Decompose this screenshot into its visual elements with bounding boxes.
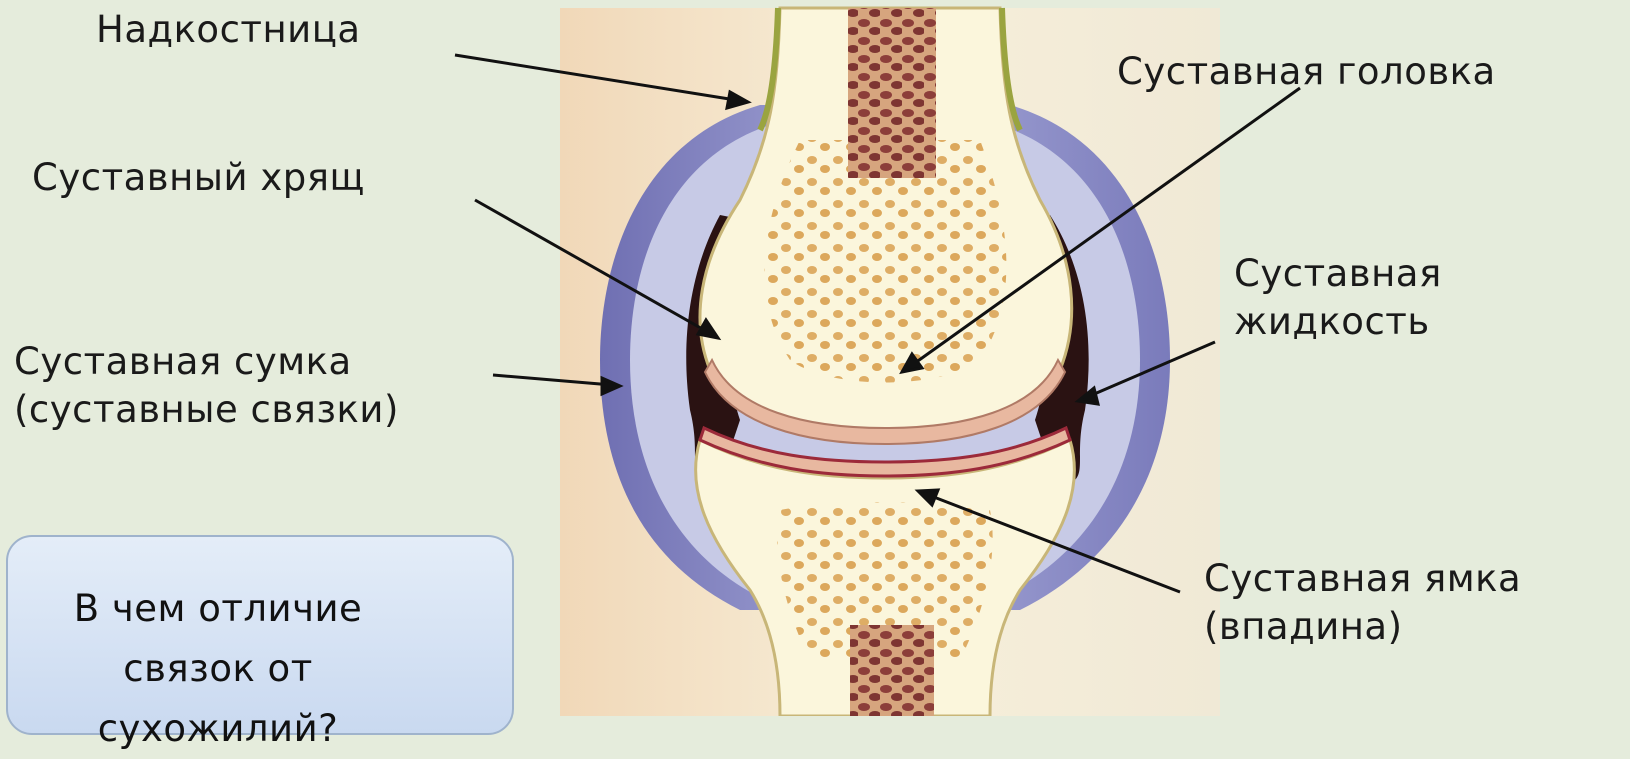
label-capsule: Суставная сумка (суставные связки) [14,338,399,434]
question-text: В чем отличие связок от сухожилий? [8,579,428,759]
label-socket: Суставная ямка (впадина) [1204,555,1521,651]
label-capsule-line-2: (суставные связки) [14,386,399,434]
question-line-3: сухожилий? [8,699,428,759]
lower-red-marrow [850,625,934,716]
label-socket-line-2: (впадина) [1204,603,1521,651]
label-capsule-line-1: Суставная сумка [14,338,399,386]
label-fluid-line-2: жидкость [1234,298,1442,346]
label-socket-line-1: Суставная ямка [1204,555,1521,603]
label-fluid-line-1: Суставная [1234,250,1442,298]
label-periosteum: Надкостница [96,6,361,54]
label-articular-head: Суставная головка [1117,48,1496,96]
question-line-2: связок от [8,639,428,699]
label-fluid: Суставная жидкость [1234,250,1442,346]
label-cartilage: Суставный хрящ [32,154,365,202]
upper-red-marrow [848,8,936,178]
question-box: В чем отличие связок от сухожилий? [6,535,514,735]
question-line-1: В чем отличие [8,579,428,639]
